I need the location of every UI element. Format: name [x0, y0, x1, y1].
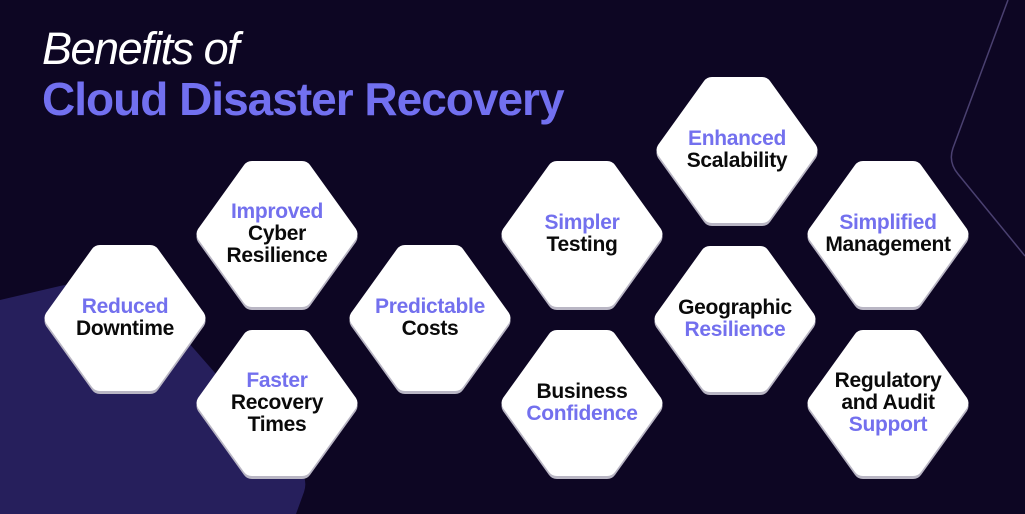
hexagon-shape	[654, 246, 816, 395]
hexagon-shape	[501, 330, 663, 479]
benefit-label-line: Downtime	[76, 317, 174, 340]
benefit-label-line: Resilience	[226, 244, 328, 267]
benefit-label: Geographic Resilience	[650, 244, 820, 394]
benefit-hex-business-confidence: Business Confidence	[497, 328, 667, 479]
benefit-label-line: Confidence	[526, 402, 638, 425]
benefit-label-line: Resilience	[684, 318, 786, 341]
hexagon-shape	[44, 245, 206, 394]
benefit-hex-improved-cyber-resilience: Improved Cyber Resilience	[192, 159, 362, 310]
benefit-label-line: Geographic	[678, 296, 792, 319]
benefit-label: Business Confidence	[497, 328, 667, 478]
page-title: Benefits of Cloud Disaster Recovery	[42, 23, 565, 125]
chevron-line-decoration	[950, 0, 1025, 257]
benefit-hex-faster-recovery-times: Faster Recovery Times	[192, 328, 362, 479]
hexagon-shape	[196, 330, 358, 479]
benefit-hex-reduced-downtime: Reduced Downtime	[40, 243, 210, 394]
benefit-label: Improved Cyber Resilience	[192, 159, 362, 309]
benefit-label-line: Times	[247, 413, 307, 436]
benefit-label-line: Simplified	[839, 211, 937, 234]
benefit-label-line: Enhanced	[688, 127, 786, 150]
title-subheading: Benefits of	[42, 23, 240, 74]
benefit-label-line: Scalability	[686, 149, 788, 172]
benefit-label-line: Regulatory	[834, 369, 942, 392]
benefit-label-line: Recovery	[230, 391, 324, 414]
hexagon-shape	[807, 330, 969, 479]
benefit-label-line: Testing	[546, 233, 618, 256]
benefit-label: Simpler Testing	[497, 159, 667, 309]
benefit-label: Reduced Downtime	[40, 243, 210, 393]
benefit-hex-simplified-management: Simplified Management	[803, 159, 973, 310]
benefit-label-line: Faster	[246, 369, 308, 392]
benefit-label: Simplified Management	[803, 159, 973, 309]
benefit-label-line: Business	[536, 380, 628, 403]
benefit-label-line: Improved	[230, 200, 324, 223]
benefit-label-line: and Audit	[841, 391, 935, 414]
benefit-label: Regulatory and Audit Support	[803, 328, 973, 478]
benefit-label-line: Reduced	[81, 295, 169, 318]
benefit-hex-regulatory-audit-support: Regulatory and Audit Support	[803, 328, 973, 479]
benefit-label-line: Costs	[401, 317, 459, 340]
benefit-label-line: Simpler	[544, 211, 620, 234]
hexagon-shape	[196, 161, 358, 310]
benefit-label-line: Support	[848, 413, 928, 436]
benefit-label-line: Predictable	[375, 295, 485, 318]
benefit-hex-simpler-testing: Simpler Testing	[497, 159, 667, 310]
hexagon-shape	[501, 161, 663, 310]
benefit-label-line: Cyber	[247, 222, 307, 245]
benefit-label: Enhanced Scalability	[652, 75, 822, 225]
benefit-hex-geographic-resilience: Geographic Resilience	[650, 244, 820, 395]
benefit-hex-predictable-costs: Predictable Costs	[345, 243, 515, 394]
hexagon-shape	[807, 161, 969, 310]
hexagon-shape	[349, 245, 511, 394]
benefit-label: Faster Recovery Times	[192, 328, 362, 478]
title-heading: Cloud Disaster Recovery	[42, 73, 565, 125]
hexagon-shape	[656, 77, 818, 226]
benefit-label-line: Management	[825, 233, 951, 256]
benefit-label: Predictable Costs	[345, 243, 515, 393]
benefit-hex-enhanced-scalability: Enhanced Scalability	[652, 75, 822, 226]
